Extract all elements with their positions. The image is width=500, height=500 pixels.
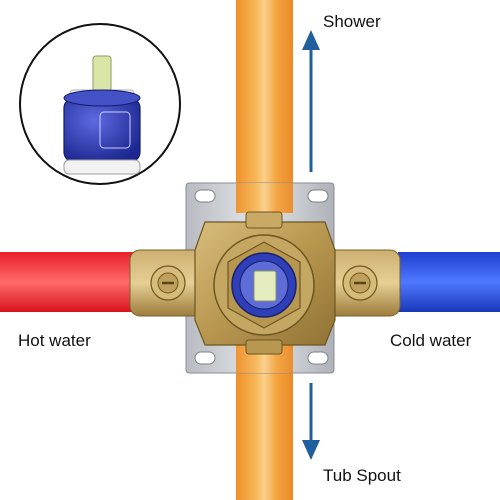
cold-water-label: Cold water (390, 331, 472, 350)
hot-water-label: Hot water (18, 331, 91, 350)
cartridge-inset-image (19, 23, 181, 185)
hot-water-pipe (0, 252, 135, 312)
tub-spout-label: Tub Spout (323, 466, 401, 485)
shower-label: Shower (323, 12, 381, 31)
shower-direction-arrow (302, 30, 320, 172)
tub-spout-direction-arrow (302, 383, 320, 460)
valve-body-image (129, 211, 401, 355)
cold-water-pipe (398, 252, 500, 312)
